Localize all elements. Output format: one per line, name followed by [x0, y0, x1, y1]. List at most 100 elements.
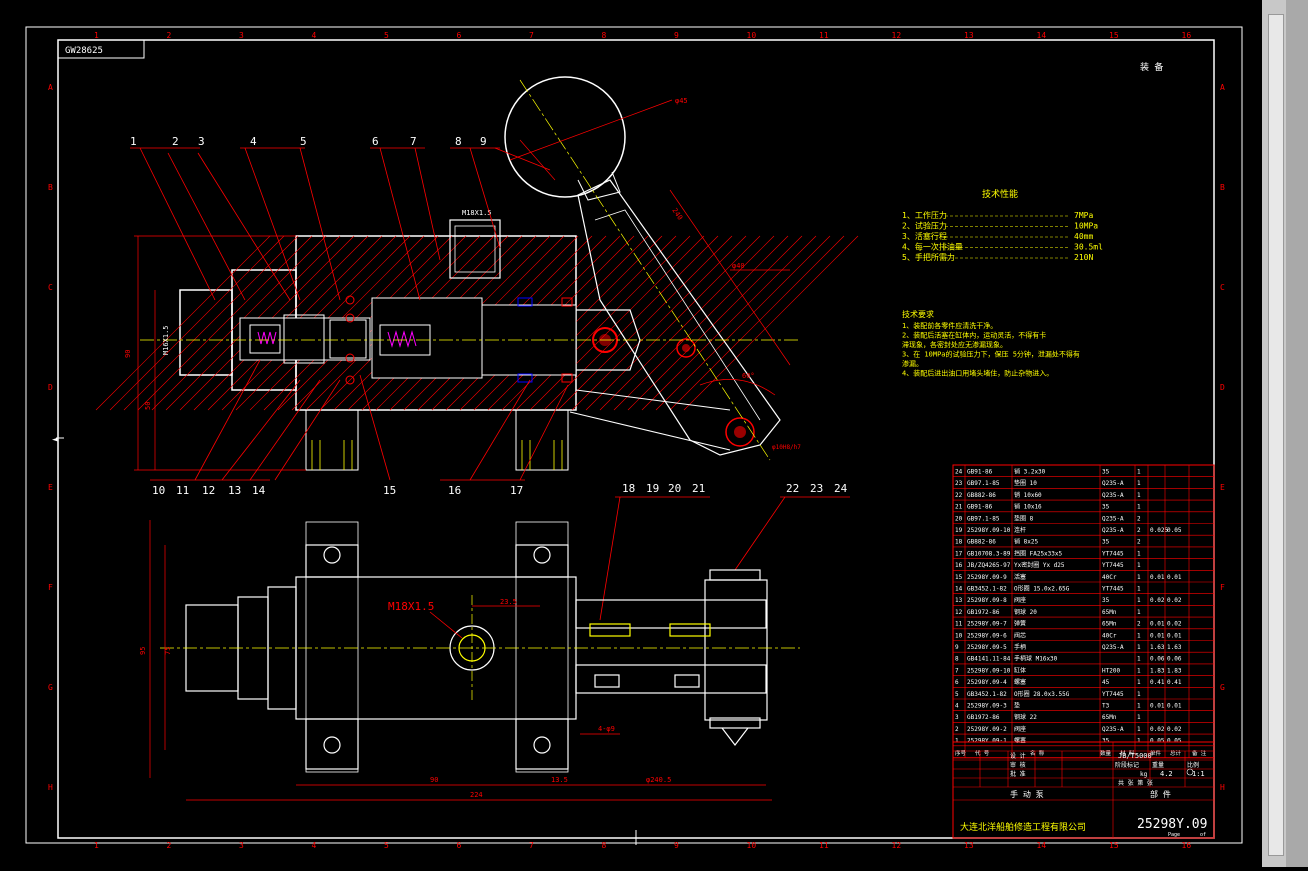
bom-cell: 0.01 [1150, 574, 1165, 581]
grid-col-label-bottom: 13 [964, 841, 974, 850]
bom-cell: 35 [1102, 504, 1110, 511]
grid-row-label-right: E [1220, 483, 1225, 492]
bom-cell: 25298Y.09-7 [967, 621, 1007, 628]
hatch-line [109, 235, 285, 411]
dim-plan-b: 13.5 [551, 776, 568, 784]
vertical-scrollbar[interactable] [1262, 0, 1308, 867]
bom-cell: 1 [1137, 679, 1141, 686]
bom-cell: 21 [955, 504, 963, 511]
hatch-line [655, 235, 831, 411]
grid-column-labels: 1122334455667788991010111112121313141415… [94, 31, 1191, 850]
bom-cell: 销 8x25 [1014, 538, 1038, 546]
tech-param-value: 40mm [1074, 232, 1093, 241]
scrollbar-thumb[interactable] [1268, 14, 1284, 856]
bom-cell: 45 [1102, 679, 1110, 686]
bom-cell: YT7445 [1102, 550, 1124, 557]
tech-param-name: 1、工作压力 [902, 210, 947, 220]
bom-cell: O形圈 15.0x2.65G [1014, 585, 1070, 593]
tech-param-value: 210N [1074, 253, 1093, 262]
grid-row-label-left: H [48, 783, 53, 792]
bom-cell: 螺塞 [1014, 737, 1026, 745]
bom-cell: YT7445 [1102, 586, 1124, 593]
hatch-line [137, 235, 313, 411]
bom-header-cell: 备 注 [1192, 749, 1207, 757]
dim-ball: φ45 [675, 97, 688, 105]
tech-param-name: 4、每一次排油量 [902, 242, 963, 252]
tech-req-line: 2、装配后活塞在缸体内，运动灵活，不得有卡 [902, 331, 1046, 340]
grid-col-label-top: 1 [94, 31, 99, 40]
bom-cell: 阀座 [1014, 725, 1026, 733]
hatch-line [515, 235, 691, 411]
bom-cell: 1 [1137, 586, 1141, 593]
hatch-line [599, 235, 775, 411]
bom-cell: GB4141.11-84 [967, 656, 1011, 663]
hatch-line [123, 235, 299, 411]
tech-param-name: 5、手把所需力 [902, 252, 955, 262]
dim-sect-h2: 50 [144, 402, 152, 410]
bom-cell: 1 [1137, 469, 1141, 476]
bom-cell: 15 [955, 574, 963, 581]
grid-row-label-left: G [48, 683, 53, 692]
balloon-label: 11 [176, 484, 189, 497]
grid-col-label-top: 5 [384, 31, 389, 40]
bom-cell: 25298Y.09-10 [967, 667, 1011, 674]
bom-cell: YT7445 [1102, 691, 1124, 698]
bom-cell: GB3452.1-82 [967, 586, 1007, 593]
bom-cell: 0.01 [1167, 703, 1182, 710]
bom-cell: Q235-A [1102, 480, 1124, 487]
grid-col-label-bottom: 2 [167, 841, 172, 850]
grid-col-label-bottom: 10 [747, 841, 757, 850]
bom-cell: 阀座 [1014, 596, 1026, 604]
grid-row-label-left: B [48, 183, 53, 192]
bom-cell: 0.01 [1150, 632, 1165, 639]
bom-cell: 40Cr [1102, 574, 1117, 581]
grid-col-label-top: 6 [457, 31, 462, 40]
grid-col-label-top: 7 [529, 31, 534, 40]
bom-cell: 0.01 [1167, 632, 1182, 639]
dim-plan-overall: 224 [470, 791, 483, 799]
bom-cell: 缸体 [1014, 666, 1026, 674]
bom-cell: 钢球 20 [1014, 608, 1037, 616]
bom-header-cell: 序号 [955, 749, 967, 757]
grid-row-label-left: A [48, 83, 53, 92]
bom-header-cell: 数量 [1100, 749, 1112, 757]
bom-header-cell: 代 号 [975, 749, 990, 757]
code-stamp-box [57, 39, 145, 59]
tb-of-label: of [1200, 832, 1206, 838]
bom-cell: Q235-A [1102, 726, 1124, 733]
balloon-label: 8 [455, 135, 462, 148]
bom-cell: 65Mn [1102, 621, 1117, 628]
bom-cell: 0.01 [1150, 621, 1165, 628]
grid-row-label-left: E [48, 483, 53, 492]
bom-cell: 1 [1137, 632, 1141, 639]
grid-col-label-bottom: 16 [1182, 841, 1192, 850]
hatch-line [571, 235, 747, 411]
balloon-label: 23 [810, 482, 823, 495]
hatch-line [501, 235, 677, 411]
dim-sect-h: 90 [124, 350, 132, 358]
grid-col-label-top: 8 [602, 31, 607, 40]
bom-cell: 0.02 [1150, 726, 1165, 733]
bom-cell: 13 [955, 597, 963, 604]
hatch-line [557, 235, 733, 411]
projection-symbol-icon [1186, 768, 1194, 776]
balloon-label: 20 [668, 482, 681, 495]
dim-plan-a: 90 [430, 776, 438, 784]
bom-cell: 0.025 [1150, 527, 1168, 534]
dim-angle: 60° [742, 372, 755, 380]
tech-param-value: 7MPa [1074, 211, 1093, 220]
bom-cell: 1 [1137, 644, 1141, 651]
dim-plan-e: 4-φ9 [598, 725, 615, 733]
plan-view [185, 521, 768, 773]
grid-col-label-top: 16 [1182, 31, 1192, 40]
bom-cell: 钢球 22 [1014, 713, 1037, 721]
balloon-label: 1 [130, 135, 137, 148]
inner-frame [57, 39, 1215, 839]
scrollbar-track[interactable] [1286, 0, 1308, 867]
balloon-label: 17 [510, 484, 523, 497]
bom-cell: 2 [1137, 527, 1141, 534]
bom-cell: 1 [1137, 703, 1141, 710]
bom-cell: 2 [955, 726, 959, 733]
